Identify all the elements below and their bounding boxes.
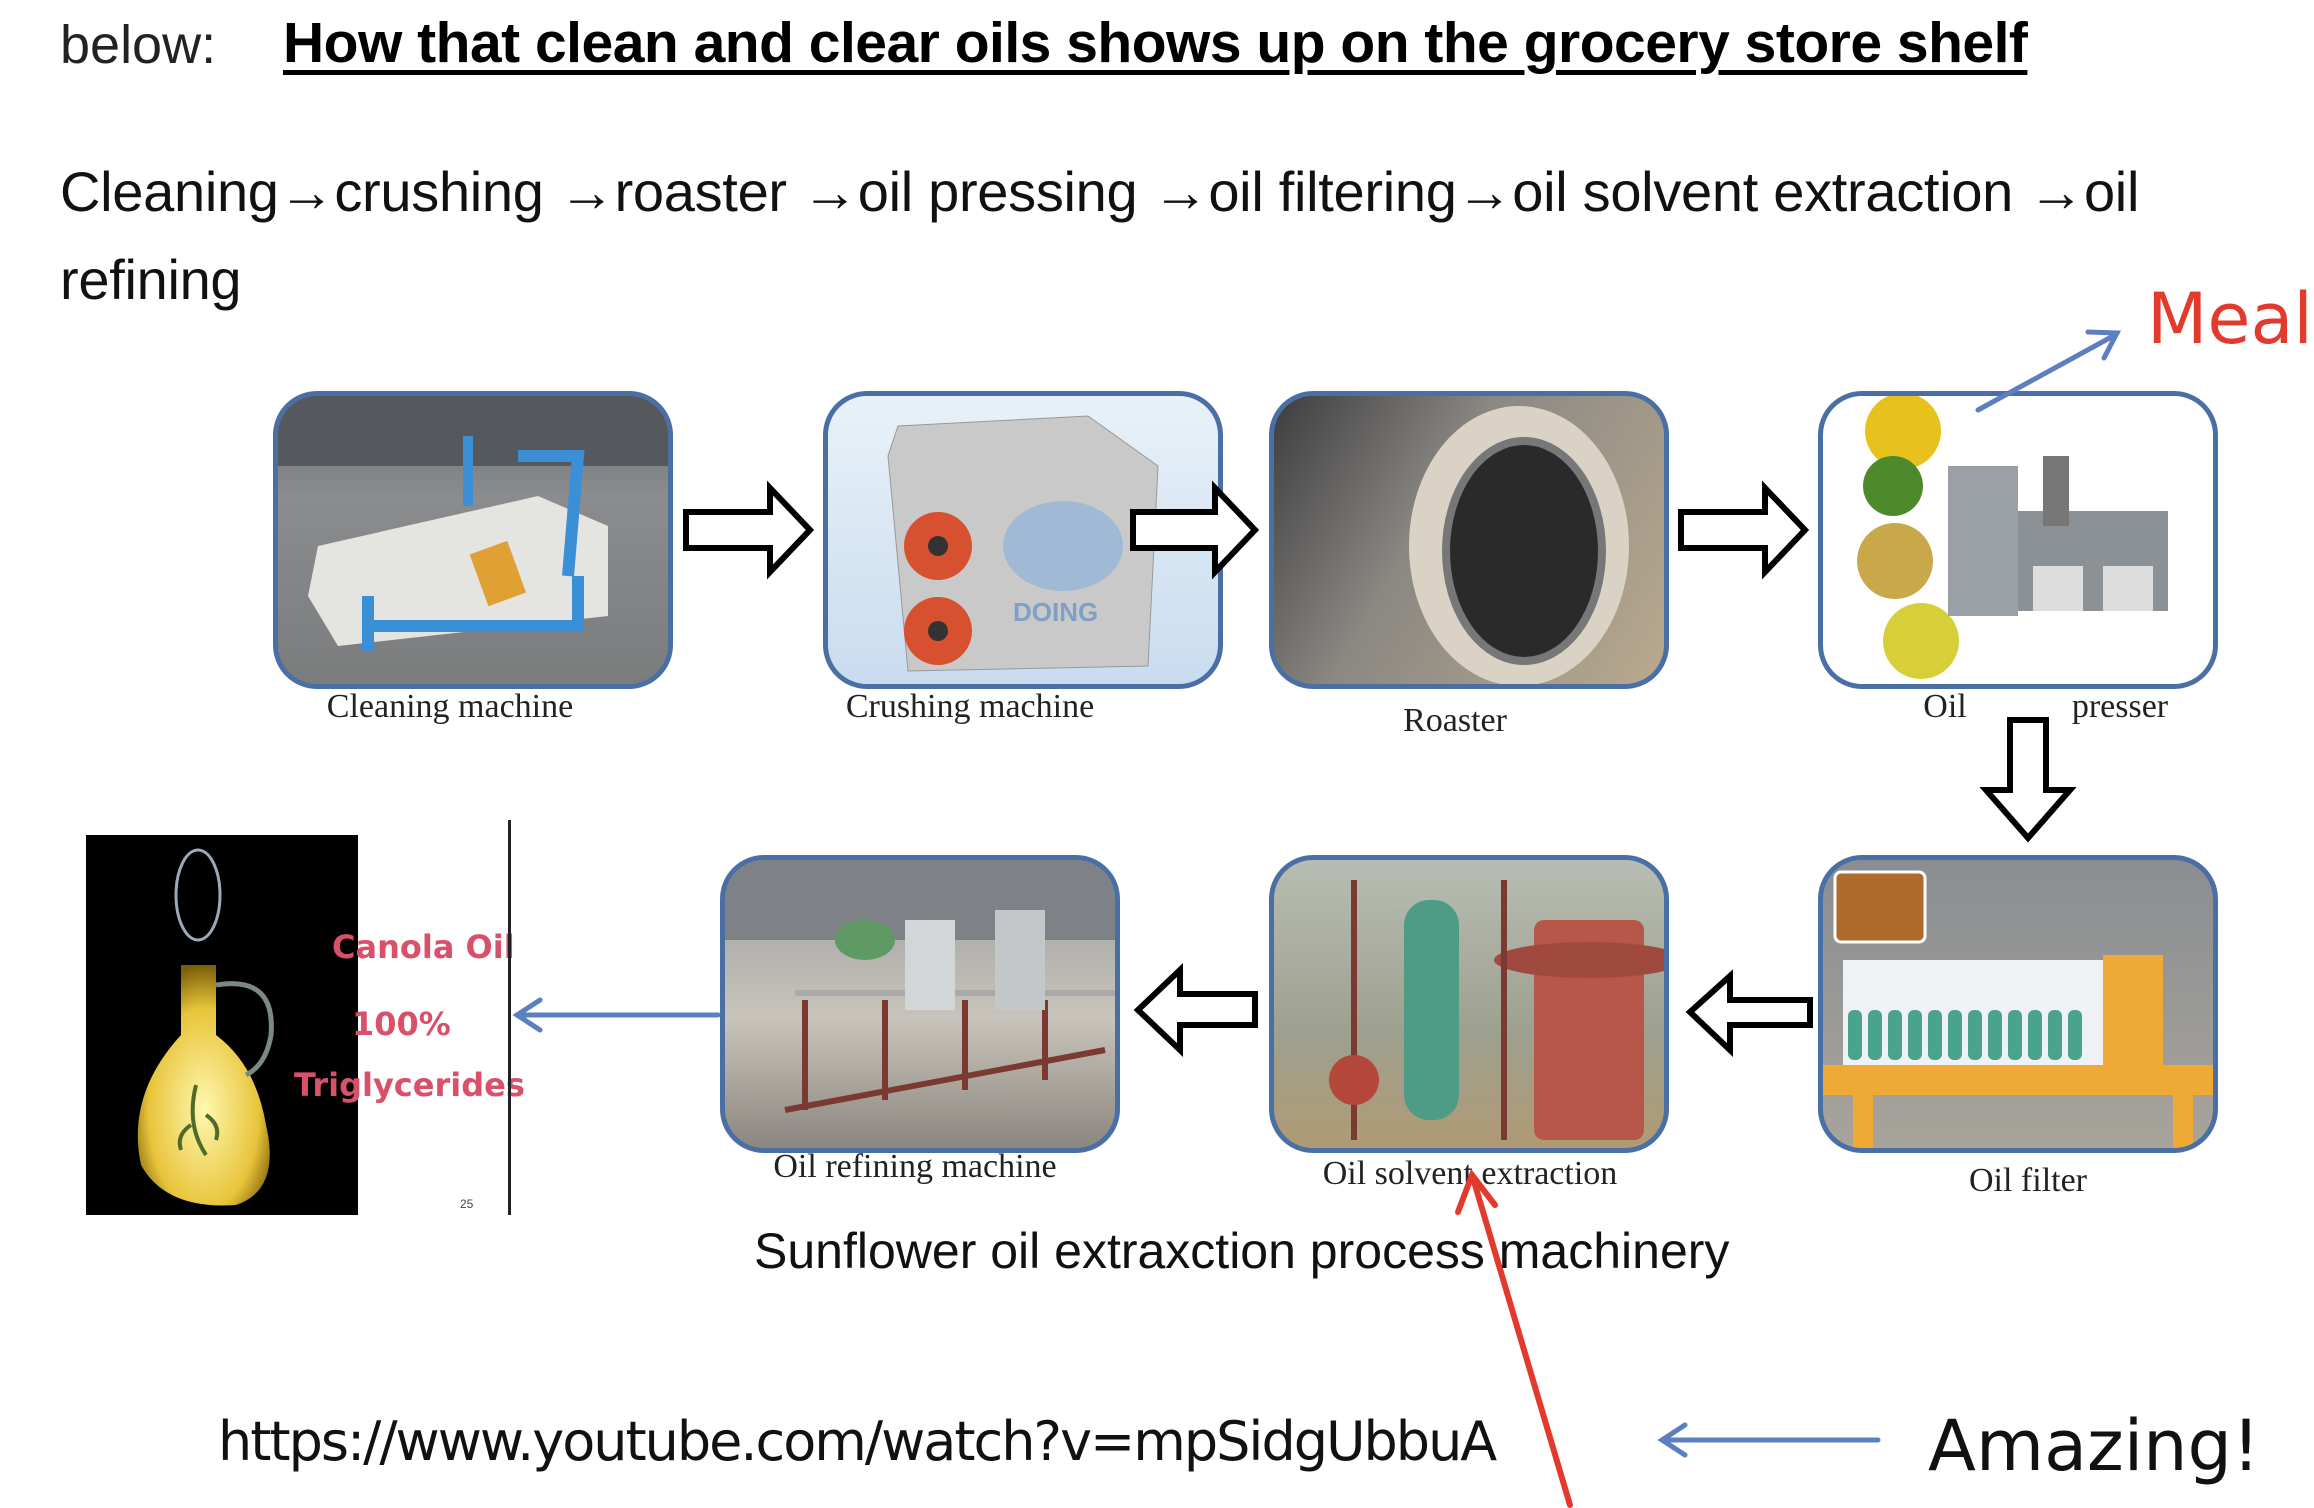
page-number: 25 [460, 1197, 474, 1211]
roaster-illustration [1409, 406, 1629, 684]
cleaning-machine-image [273, 391, 673, 689]
arrow-left-1 [1685, 969, 1813, 1057]
oil-presser-illustration [1857, 396, 2168, 679]
crushing-machine-image: DOING [823, 391, 1223, 689]
arrow-left-2 [1133, 963, 1258, 1057]
caption-cleaning: Cleaning machine [326, 688, 574, 725]
caption-presser: presser [2071, 688, 2169, 725]
cleaning-machine-illustration [278, 396, 668, 651]
oil-refining-illustration [725, 860, 1115, 1113]
caption-refining: Oil refining machine [773, 1148, 1057, 1185]
solvent-extraction-illustration [1329, 880, 1664, 1140]
meal-arrow [1975, 332, 2118, 413]
canola-oil-label: Canola Oil [332, 928, 515, 966]
red-pointer-arrow [1470, 1175, 1573, 1508]
oil-presser-image [1818, 391, 2218, 689]
amazing-arrow-head [1657, 1422, 1688, 1458]
page-title: How that clean and clear oils shows up o… [283, 11, 2028, 75]
arrow-down [1979, 717, 2077, 843]
arrow-right-1 [683, 480, 815, 580]
caption-crushing: Crushing machine [845, 688, 1095, 725]
caption-roaster: Roaster [1403, 702, 1507, 739]
meal-arrow-head [2085, 329, 2122, 361]
solvent-extraction-image [1269, 855, 1669, 1153]
youtube-link[interactable]: https://www.youtube.com/watch?v=mpSidgUb… [218, 1410, 1497, 1473]
doing-logo-text: DOING [1013, 597, 1098, 627]
red-pointer-arrow-head [1455, 1168, 1498, 1215]
slide-divider-line [508, 820, 511, 1215]
process-sequence-text: Cleaning→crushing →roaster →oil pressing… [60, 160, 2140, 311]
amazing-annotation: Amazing! [1928, 1405, 2261, 1487]
oil-refining-image [720, 855, 1120, 1153]
oil-cruet-illustration [137, 848, 274, 1206]
oil-filter-image [1818, 855, 2218, 1153]
arrow-right-3 [1678, 480, 1810, 580]
canola-oil-image [86, 835, 358, 1215]
caption-presser-oil: Oil [1923, 688, 1967, 725]
lead-label: below: [60, 15, 217, 75]
diagram-subtitle: Sunflower oil extraxction process machin… [754, 1223, 1730, 1279]
crushing-machine-illustration: DOING [887, 415, 1159, 672]
percent-label: 100% [352, 1005, 451, 1043]
triglycerides-label: Triglycerides [294, 1066, 525, 1104]
oil-filter-illustration [1823, 870, 2213, 1148]
caption-filter: Oil filter [1968, 1162, 2088, 1199]
meal-annotation: Meal [2147, 278, 2313, 360]
arrow-right-2 [1130, 480, 1260, 580]
canola-arrow-head [512, 997, 543, 1033]
roaster-image [1269, 391, 1669, 689]
